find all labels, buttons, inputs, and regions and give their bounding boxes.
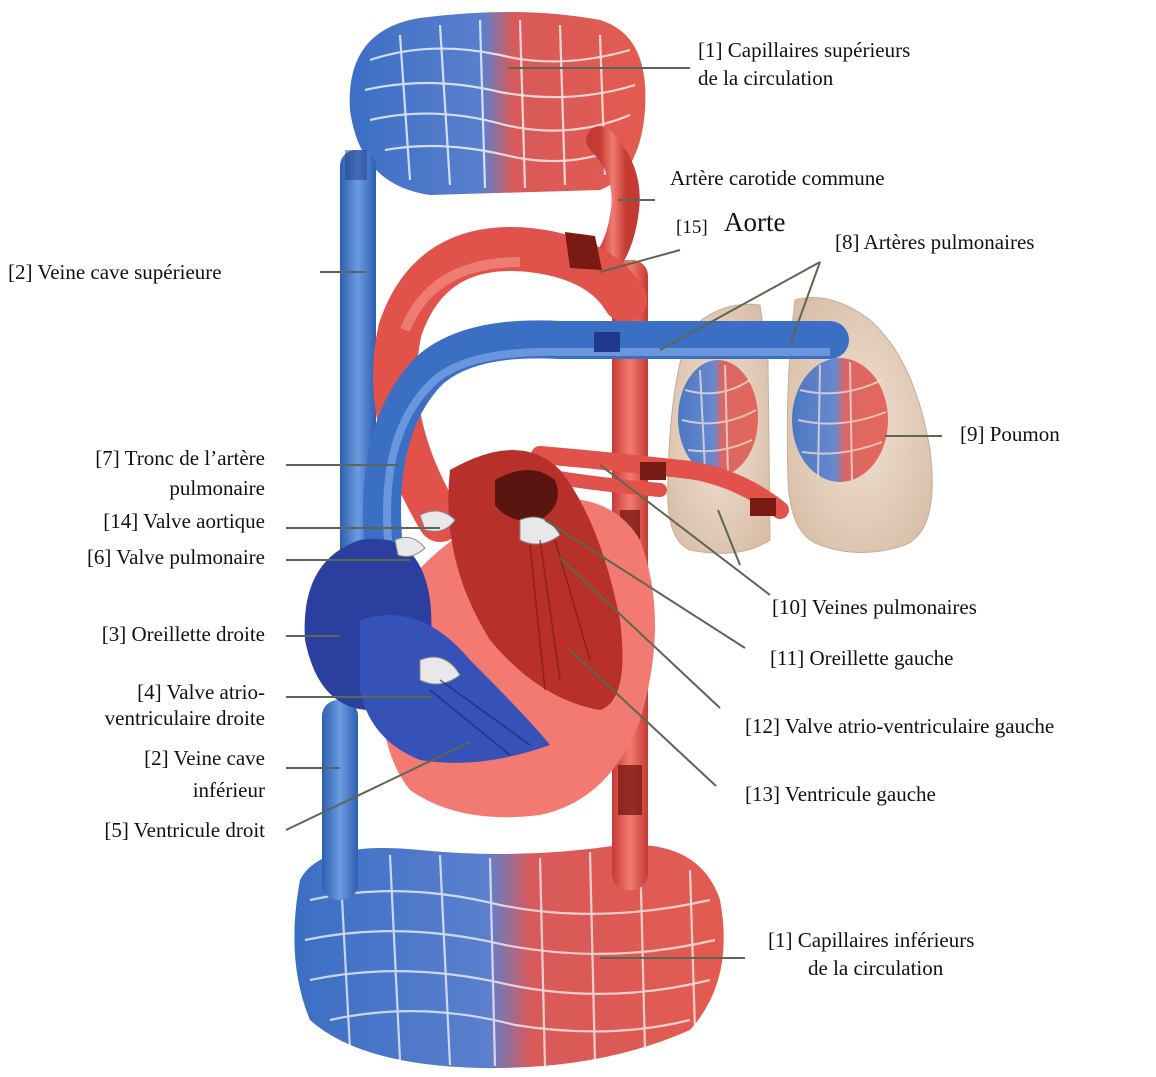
label-aorta-number: [15] — [676, 216, 708, 240]
label-pulmonary-trunk-line2: pulmonaire — [0, 476, 265, 500]
label-aortic-valve: [14] Valve aortique — [0, 509, 265, 533]
label-right-av-valve-line1: [4] Valve atrio- — [0, 680, 265, 704]
label-pulmonary-trunk-line1: [7] Tronc de l’artère — [0, 446, 265, 470]
label-superior-vena-cava: [2] Veine cave supérieure — [8, 260, 222, 284]
label-right-ventricle: [5] Ventricule droit — [0, 818, 265, 842]
inferior-vena-cava — [322, 700, 358, 900]
label-upper-capillaries-line1: [1] Capillaires supérieurs — [698, 38, 910, 62]
label-lung: [9] Poumon — [960, 422, 1060, 446]
label-carotid-artery: Artère carotide commune — [670, 166, 885, 190]
label-lower-capillaries-line2: de la circulation — [808, 956, 943, 980]
label-pulmonary-arteries: [8] Artères pulmonaires — [835, 230, 1034, 254]
label-left-av-valve: [12] Valve atrio-ventriculaire gauche — [745, 714, 1054, 738]
label-pulmonary-valve: [6] Valve pulmonaire — [0, 545, 265, 569]
label-aorta: Aorte — [724, 210, 785, 234]
label-right-av-valve-line2: ventriculaire droite — [0, 706, 265, 730]
label-right-atrium: [3] Oreillette droite — [0, 622, 265, 646]
label-lower-capillaries-line1: [1] Capillaires inférieurs — [768, 928, 974, 952]
lower-capillary-bed — [294, 845, 723, 1068]
label-inferior-vena-cava-line2: inférieur — [0, 778, 265, 802]
label-left-ventricle: [13] Ventricule gauche — [745, 782, 936, 806]
label-pulmonary-veins: [10] Veines pulmonaires — [772, 595, 977, 619]
label-inferior-vena-cava-line1: [2] Veine cave — [0, 746, 265, 770]
upper-capillary-bed — [350, 12, 646, 195]
label-left-atrium: [11] Oreillette gauche — [770, 646, 953, 670]
label-upper-capillaries-line2: de la circulation — [698, 66, 833, 90]
